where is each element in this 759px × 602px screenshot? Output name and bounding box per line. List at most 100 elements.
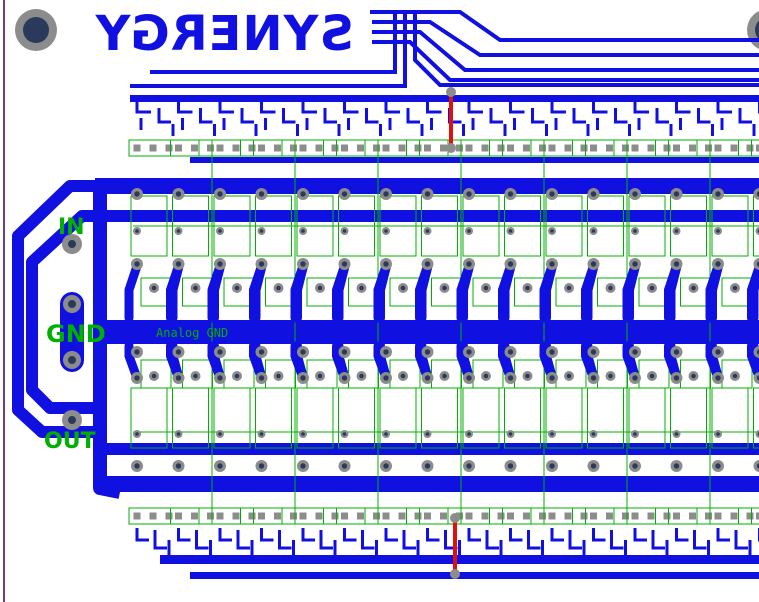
col-15-pad-upper [753, 258, 759, 270]
col-0-bridge-up-left [124, 261, 142, 323]
col-2-pad-upper-hole [217, 261, 223, 267]
col-1-silk-top [170, 139, 241, 157]
col-5-pad-bottom-c [373, 512, 380, 520]
col-3-pad-bottom-c [290, 512, 297, 520]
col-10-pad-small-1-hole [550, 229, 554, 233]
col-8-pad-lower-mid-hole [483, 373, 489, 379]
col-13-pad-bottom-a [673, 512, 680, 520]
top-connector-traces [130, 10, 759, 88]
col-10-pad-lower-hole [549, 375, 555, 381]
col-13-pad-bottom-c [705, 512, 712, 520]
col-15-silk-bottom [751, 507, 759, 525]
col-8-top-smd-traces [467, 102, 507, 136]
col-7-bridge-down-left [415, 341, 432, 383]
col-12-pad-lower-mid-hole [649, 373, 655, 379]
col-4-silk-top [294, 139, 366, 157]
col-6-pad-top-b [398, 144, 406, 152]
label-out: OUT [44, 429, 96, 454]
col-6-pad-lower-mid-hole [400, 373, 406, 379]
col-14-pad-top-b [730, 144, 738, 152]
col-12-pad-upper-mid-hole [649, 285, 655, 291]
pin-out [62, 410, 82, 430]
col-0-pad-top-c [165, 144, 173, 152]
col-8-pad-small-1-hole [467, 229, 471, 233]
col-7-pad-upper-mid-hole [442, 285, 447, 291]
col-4-pad-top-a [299, 144, 307, 152]
col-4-pad-upper-hole [300, 261, 306, 267]
col-12-pad-rail-1-hole [632, 191, 638, 197]
col-15-silk-top [751, 139, 759, 157]
col-15-pad-lower-hole [756, 375, 759, 381]
col-5-pad-top-b [357, 144, 364, 152]
col-9-pad-top-c [539, 144, 546, 152]
col-11-pad-small-2-hole [591, 432, 596, 436]
pin-gnd [60, 292, 84, 372]
col-1-pad-bottom-b [191, 512, 198, 520]
col-13-silk-top [668, 139, 739, 157]
col-8-bridge-up-left [456, 261, 474, 323]
col-1-pad-top-b [191, 144, 198, 152]
col-13-pad-small-2-hole [674, 432, 679, 436]
mounting-hole-left [15, 9, 57, 51]
col-1-pad-bottom-a [175, 512, 182, 520]
col-11-bridge-down-left [581, 341, 598, 383]
col-5-pad-small-1-hole [342, 229, 347, 233]
col-12-silk-lower [628, 387, 666, 449]
col-9-silk-lower [504, 387, 541, 449]
left-loop-traces [12, 180, 100, 438]
col-13-pad-small-1-hole [674, 229, 679, 233]
col-5-top-smd-traces [343, 102, 382, 136]
col-12-pad-small-1-hole [633, 229, 637, 233]
col-13-silk-bottom [668, 507, 739, 525]
col-5-pad-bottom-b [357, 512, 364, 520]
col-12-bridge-down-left [622, 341, 640, 383]
col-15-pad-rail-1 [753, 188, 759, 200]
col-0-pad-small-1-hole [135, 229, 139, 233]
col-12-pad-gnd-low-hole [632, 349, 638, 355]
col-5-bridge-up-left [332, 261, 349, 323]
col-2-top-smd-traces [218, 102, 258, 136]
col-0-pad-bottom-b [149, 512, 157, 520]
col-3-pad-rail-1-hole [258, 191, 265, 197]
col-9-pad-small-2-hole [508, 432, 513, 436]
col-2-pad-top-a [216, 144, 224, 152]
col-14-pad-lower-hole [715, 375, 721, 381]
col-12-pad-top-b [647, 144, 655, 152]
col-12-pad-top-c [663, 144, 671, 152]
col-14-silk-bottom [709, 507, 759, 525]
col-7-silk-top [419, 139, 490, 157]
col-6-top-smd-traces [384, 102, 424, 136]
col-5-pad-rail-1-hole [341, 191, 348, 197]
col-13-bottom-smd-traces [675, 528, 710, 556]
col-9-bridge-down-left [498, 341, 515, 383]
col-11-pad-top-c [622, 144, 629, 152]
col-12-bottom-smd-traces [633, 528, 669, 556]
col-7-pad-top-c [456, 144, 463, 152]
pin-in [62, 234, 82, 254]
col-1-pad-upper-mid-hole [193, 285, 198, 291]
col-8-pad-rail-1-hole [466, 191, 472, 197]
col-15-bridge-up-left [747, 261, 759, 323]
col-2-pad-lower-hole [217, 375, 223, 381]
col-4-pad-bottom-a [299, 512, 307, 520]
col-1-pad-upper-hole [175, 261, 182, 267]
col-1-pad-top-c [207, 144, 214, 152]
col-6-pad-bottom-c [414, 512, 422, 520]
col-4-silk-lower [296, 387, 334, 449]
col-3-top-smd-traces [260, 102, 299, 136]
mounting-hole-right [747, 11, 759, 49]
col-4-pad-gnd-low-hole [300, 349, 306, 355]
col-0-pad-rail-1-hole [134, 191, 140, 197]
col-14-pad-gnd-low-hole [715, 349, 721, 355]
col-4-bridge-down-left [290, 341, 308, 383]
col-3-silk-lower [255, 387, 292, 449]
col-0-bridge-down-left [124, 341, 142, 383]
col-3-pad-upper-mid-hole [276, 285, 281, 291]
col-12-silk-bottom [626, 507, 698, 525]
col-10-silk-top [543, 139, 615, 157]
col-11-silk-lower [587, 387, 624, 449]
col-15-pad-small-2 [755, 430, 759, 438]
col-7-pad-small-2-hole [425, 432, 430, 436]
col-3-pad-top-b [274, 144, 281, 152]
col-14-bridge-down-left [705, 341, 723, 383]
